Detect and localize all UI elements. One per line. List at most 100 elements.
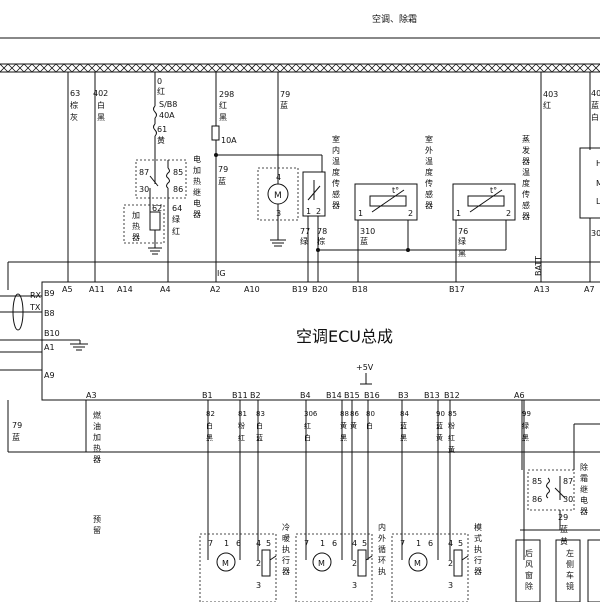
pin-top-a13: A13 xyxy=(534,285,550,294)
wire-78-num: 78 xyxy=(317,227,327,236)
act1-pin-2: 2 xyxy=(352,559,357,568)
blower-pin3: 3 xyxy=(276,209,281,218)
left-mirror-label: 左侧车镜 xyxy=(566,548,574,591)
heater-relay: 87 85 30 86 62 64 绿 红 电加热继电器 xyxy=(135,154,201,282)
heater: 加热器 xyxy=(123,204,165,255)
wire-63-color: 棕 xyxy=(70,100,78,110)
act2-pin-7: 7 xyxy=(400,539,405,548)
bwire-82-color-0: 白 xyxy=(206,421,213,430)
bwire-306-color-1: 白 xyxy=(304,433,311,442)
act0-pin-6: 6 xyxy=(236,539,241,548)
bwire-82: 82 xyxy=(206,410,215,418)
pin-top-b20: B20 xyxy=(312,285,328,294)
heater-label: 加热器 xyxy=(132,210,140,242)
relay2-86: 86 xyxy=(532,495,542,504)
bwire-81: 81 xyxy=(238,410,247,418)
bwire-83-color-0: 白 xyxy=(256,421,263,430)
wire-29-c1: 蓝 xyxy=(560,524,568,534)
relay2-85: 85 xyxy=(532,477,542,486)
wire-63-num: 63 xyxy=(70,89,80,98)
pin-a9: A9 xyxy=(44,371,55,380)
pin-top-b19: B19 xyxy=(292,285,308,294)
reserved-label: 预留 xyxy=(93,514,101,535)
act1-pin-1: 1 xyxy=(320,539,325,548)
bwire-83-color-1: 蓝 xyxy=(256,433,263,442)
bwire-88-color-0: 黄 xyxy=(340,421,347,430)
bwire-81-color-1: 红 xyxy=(238,433,245,442)
act0-pin-1: 1 xyxy=(224,539,229,548)
wire-61-num: 61 xyxy=(157,125,167,134)
wire-298-c2: 黑 xyxy=(219,113,227,122)
fuel-heater-label: 燃油加热器 xyxy=(93,410,101,464)
pin-a1: A1 xyxy=(44,343,55,352)
bwire-84-color-0: 蓝 xyxy=(400,421,407,430)
bwire-84-color-1: 黑 xyxy=(400,434,407,442)
bwire-86: 86 xyxy=(350,410,359,418)
ecu-left-pins: RX TX B9 B8 B10 A1 A9 xyxy=(0,289,88,380)
act1-motor: M xyxy=(318,559,325,568)
bwire-85-color-2: 黄 xyxy=(448,445,455,454)
wire-30b-num: 30 xyxy=(591,229,600,238)
fuse-sb8: S/B8 40A 61 黄 xyxy=(153,100,177,162)
pin-top-a7: A7 xyxy=(584,285,595,294)
rear-window-label: 后风窗除 xyxy=(525,548,533,591)
bwire-88-color-1: 黑 xyxy=(340,434,347,442)
pin-top-b17: B17 xyxy=(449,285,465,294)
wire-63-color2: 灰 xyxy=(70,112,78,122)
pin-b9: B9 xyxy=(44,289,55,298)
wire-79b-color: 蓝 xyxy=(218,176,226,186)
pin-bot-b4: B4 xyxy=(300,391,311,400)
wire-77-num: 77 xyxy=(300,227,310,236)
pin-bot-b1: B1 xyxy=(202,391,213,400)
wire-64-num: 64 xyxy=(172,204,182,213)
pin-bot-b15: B15 xyxy=(344,391,360,400)
bm-pin2: 2 xyxy=(316,207,321,216)
ecu-box: IG BATT 空调ECU总成 +5V xyxy=(7,256,600,401)
left-wire-79-num: 79 xyxy=(12,421,22,430)
bwire-84: 84 xyxy=(400,410,409,418)
wire-79-num: 79 xyxy=(280,90,290,99)
ecu-batt: BATT xyxy=(534,256,543,276)
top-wires xyxy=(67,72,591,282)
evap-temp-label: 蒸发器温度传感器 xyxy=(522,134,530,221)
act-mode-label: 模式执行器 xyxy=(474,522,482,576)
bwire-85-color-1: 红 xyxy=(448,433,455,442)
wire-402-c1: 白 xyxy=(97,100,105,110)
ground-bus-bar xyxy=(0,63,600,73)
act0-pin-3: 3 xyxy=(256,581,261,590)
act0-pin-7: 7 xyxy=(208,539,213,548)
fuse-10a-rating: 10A xyxy=(221,136,237,145)
act2-motor: M xyxy=(414,559,421,568)
blower-pin4: 4 xyxy=(276,173,281,182)
wire-76-c2: 黑 xyxy=(458,249,466,258)
outside-temp-sensor: t° 1 2 76 绿 黑 蒸发器温度传感器 xyxy=(408,134,530,282)
top-wire-labels: 63 棕 灰 402 白 黑 0 红 298 红 黑 79 蓝 403 红 40… xyxy=(70,77,600,122)
bm-pin1: 1 xyxy=(306,207,311,216)
out-temp-label: 室外温度传感器 xyxy=(425,134,433,210)
out-temp-p1: 1 xyxy=(456,209,461,218)
wire-64-c1: 绿 xyxy=(172,215,180,224)
act1-pin-6: 6 xyxy=(332,539,337,548)
pin-top-a2: A2 xyxy=(210,285,221,294)
defrost-relay-label: 除霜继电器 xyxy=(580,462,588,516)
bwire-88: 88 xyxy=(340,410,349,418)
header-title: 空调、除霜 xyxy=(372,13,417,25)
bwire-85: 85 xyxy=(448,410,457,418)
bwire-306: 306 xyxy=(304,410,318,418)
bwire-99-color-0: 绿 xyxy=(522,421,529,430)
in-temp-label: 室内温度传感器 xyxy=(332,134,340,210)
wire-40-c1: 蓝 xyxy=(591,100,599,110)
wire-79-color: 蓝 xyxy=(280,100,288,110)
act2-pin-3: 3 xyxy=(448,581,453,590)
wire-403-color: 红 xyxy=(543,100,551,110)
ecu-ig: IG xyxy=(217,269,226,278)
in-temp-p2: 2 xyxy=(408,209,413,218)
ecu-supply: +5V xyxy=(356,363,374,372)
tx-label: TX xyxy=(29,303,41,312)
pin-top-b18: B18 xyxy=(352,285,368,294)
act-inner_outer-label: 内外循环执 xyxy=(378,522,386,576)
act2-pin-6: 6 xyxy=(428,539,433,548)
out-temp-t: t° xyxy=(490,186,497,195)
